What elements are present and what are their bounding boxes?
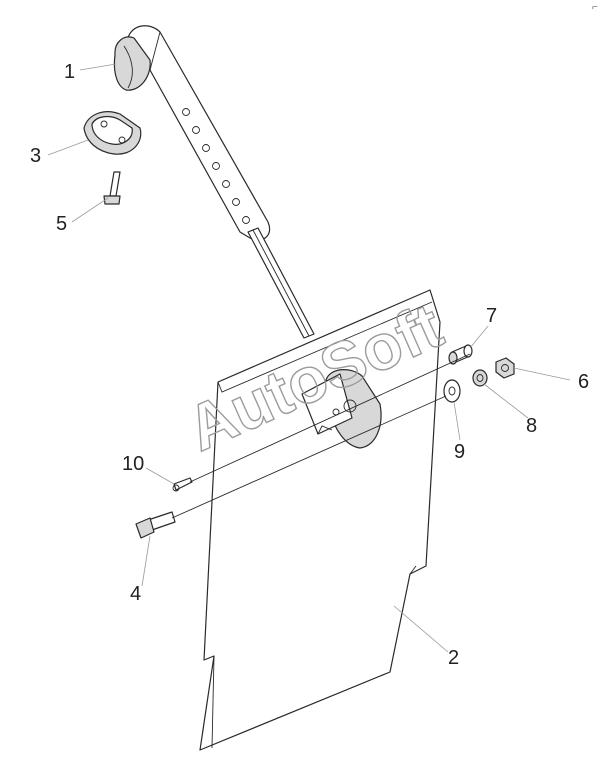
part-9-flat-washer xyxy=(443,379,461,403)
part-4-bolt xyxy=(135,511,176,539)
callout-9: 9 xyxy=(454,441,465,463)
corner-mark: ⌐ xyxy=(592,2,598,13)
assembly-axis-lines xyxy=(171,353,471,519)
part-10-cotter-pin xyxy=(172,477,193,492)
leader-lines xyxy=(47,63,571,653)
callout-6: 6 xyxy=(578,371,589,393)
callout-3: 3 xyxy=(30,145,41,167)
part-8-lock-washer xyxy=(472,369,488,387)
callout-8: 8 xyxy=(526,415,537,437)
callout-10: 10 xyxy=(122,453,144,475)
callout-1: 1 xyxy=(64,61,75,83)
callout-5: 5 xyxy=(56,213,67,235)
callout-4: 4 xyxy=(130,583,141,605)
callout-numbers: 1 3 5 10 4 7 6 8 9 2 xyxy=(30,61,589,669)
callout-2: 2 xyxy=(448,647,459,669)
part-1-bracket-arm xyxy=(113,25,271,241)
callout-7: 7 xyxy=(486,305,497,327)
part-6-nut xyxy=(495,357,515,379)
part-3-bracket-base xyxy=(83,111,142,155)
mount-rod xyxy=(247,227,315,339)
flap-mount-bracket xyxy=(301,369,382,449)
